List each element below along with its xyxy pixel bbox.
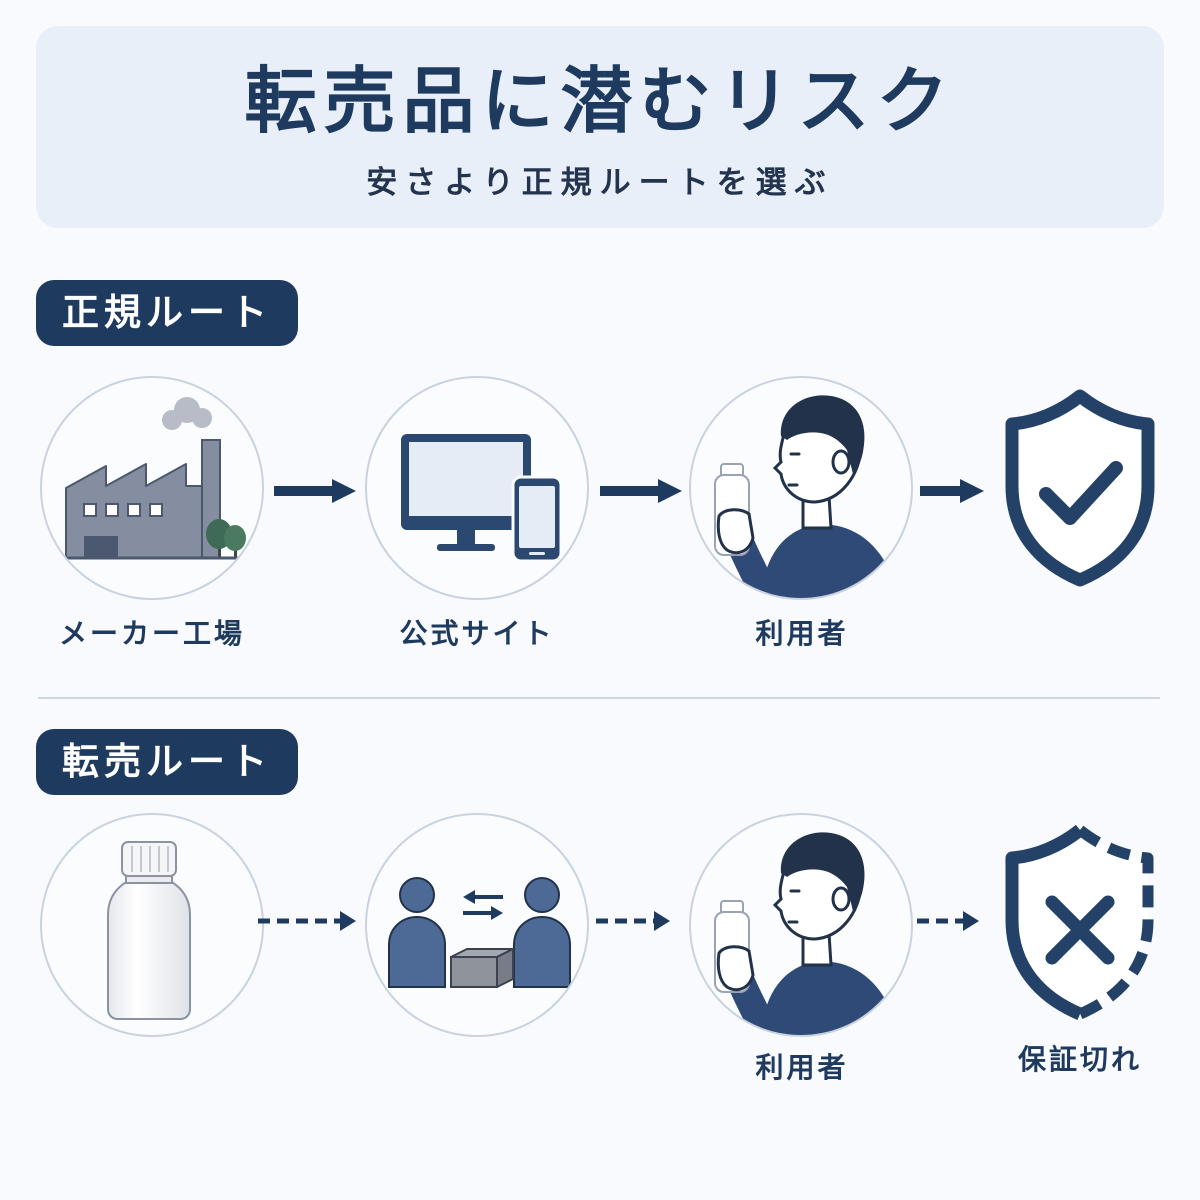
official-route-label: 正規ルート xyxy=(36,280,298,346)
bottle-icon xyxy=(107,841,191,1020)
step-user-resale xyxy=(689,813,913,1037)
person-holding-bottle-icon xyxy=(714,832,900,1035)
page-title: 転売品に潜むリスク xyxy=(244,59,956,143)
step-label-factory: メーカー工場 xyxy=(58,617,245,650)
person-holding-bottle-icon xyxy=(714,395,900,598)
dashed-shield-x-icon xyxy=(1005,824,1154,1020)
people-exchange-box-icon xyxy=(388,877,571,988)
step-user xyxy=(689,376,913,600)
step-label-user: 利用者 xyxy=(755,617,849,650)
factory-icon xyxy=(58,397,248,560)
step-factory xyxy=(40,376,264,600)
step-label-official-site: 公式サイト xyxy=(399,617,555,650)
step-bottle xyxy=(40,813,264,1037)
page-subtitle: 安さより正規ルートを選ぶ xyxy=(366,165,834,201)
solid-arrow-icon xyxy=(920,479,984,503)
computer-and-phone-icon xyxy=(401,434,563,563)
step-official-site xyxy=(365,376,589,600)
section-divider xyxy=(38,697,1160,699)
resale-route-label: 転売ルート xyxy=(36,729,298,795)
shield-check-icon xyxy=(1005,389,1155,587)
solid-arrow-icon xyxy=(274,479,356,503)
dashed-arrow-icon xyxy=(258,911,356,931)
step-label-warranty-void: 保証切れ xyxy=(1017,1043,1142,1076)
step-resale-exchange xyxy=(365,813,589,1037)
dashed-arrow-icon xyxy=(917,911,979,931)
dashed-arrow-icon xyxy=(596,911,670,931)
step-label-user-resale: 利用者 xyxy=(755,1051,849,1084)
header-banner: 転売品に潜むリスク 安さより正規ルートを選ぶ xyxy=(36,26,1164,228)
solid-arrow-icon xyxy=(600,479,682,503)
